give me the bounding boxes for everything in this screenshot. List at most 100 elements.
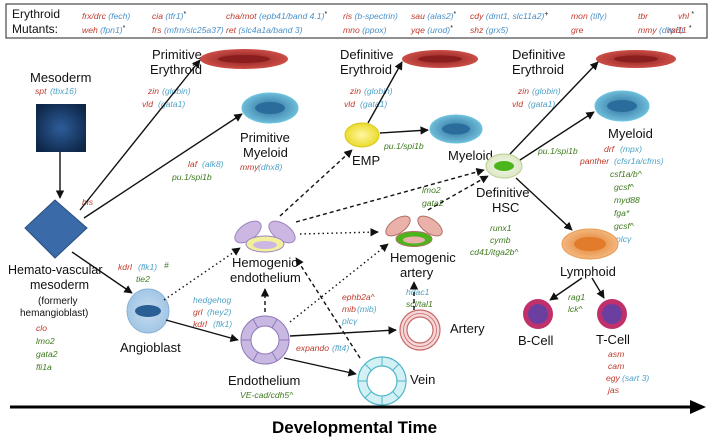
angioblast-nucleus — [135, 305, 161, 317]
endo-segments-line — [252, 318, 259, 329]
tcell-label: T-Cell — [596, 332, 630, 347]
gene-egy: egy — [606, 373, 621, 383]
hsc-nucleus — [494, 161, 514, 171]
arrow-hemo-endo-to-emp — [279, 149, 353, 217]
gene-vld-3: vld — [512, 99, 523, 109]
mutants-title-line1: Erythroid — [12, 7, 60, 21]
lymphoid-nucleus — [574, 237, 606, 251]
gene-gcsf-1: gcsf^ — [614, 182, 635, 192]
arrow-hsc-to-lymphoid — [515, 177, 573, 231]
gene-mpx: (mpx) — [620, 144, 642, 154]
def-erythroid-a-nucleus — [418, 55, 462, 63]
gene-flt4: (flt4) — [332, 343, 349, 353]
angioblast-label: Angioblast — [120, 340, 181, 355]
hsc-label-2: HSC — [492, 200, 519, 215]
mutant-r1-4: sau (alas2)* — [411, 11, 457, 21]
mutant-r1-0: frx/drc (fech) — [82, 11, 130, 21]
gene-pu1-b: pu.1/spi1b — [383, 141, 424, 151]
arrow-lymph-to-bcell — [549, 277, 583, 301]
gene-gata2-a: gata2 — [422, 198, 444, 208]
gene-sart3: (sart 3) — [622, 373, 649, 383]
gene-globin-1: (globin) — [162, 86, 191, 96]
emp-cell — [344, 122, 380, 148]
gene-globin-3: (globin) — [532, 86, 561, 96]
mesoderm-label: Mesoderm — [30, 70, 91, 85]
gene-ephb2a: ephb2a^ — [342, 292, 376, 302]
hemogenic-artery-label-1: Hemogenic — [390, 250, 456, 265]
mutants-row-2: weh (fpn1)*frs (mfrn/slc25a37)ret (slc4a… — [82, 25, 692, 35]
arrow-hemo-artery-to-hsc — [427, 175, 489, 211]
gene-csf1ab: csf1a/b^ — [610, 169, 643, 179]
gene-vld-1: vld — [142, 99, 153, 109]
endo-segments-line — [252, 351, 259, 362]
mutant-r1-8: vhl * — [678, 11, 694, 21]
myeloid-b-nucleus — [607, 100, 637, 112]
def-erythroid-b-label-2: Erythroid — [512, 62, 564, 77]
mutant-r1-3: ris (b-spectrin) — [343, 11, 398, 21]
gene-mib: mib — [342, 304, 356, 314]
endo-segments-line — [271, 318, 278, 329]
prim-erythroid-nucleus — [218, 55, 270, 63]
prim-myeloid-label-2: Myeloid — [243, 145, 288, 160]
arrow-hemo-endo-to-hemo-artery — [299, 227, 379, 237]
gene-laf: laf — [188, 159, 199, 169]
hemato-label-4: hemangioblast) — [20, 308, 88, 319]
gene-rag1: rag1 — [568, 292, 585, 302]
gene-fga: fga* — [614, 208, 630, 218]
gene-alk8: (alk8) — [202, 159, 224, 169]
mutant-r2-6: gre — [571, 25, 584, 35]
mutant-r2-5: shz (grx5) — [470, 25, 508, 35]
def-erythroid-a-label-1: Definitive — [340, 47, 393, 62]
gene-grl: grl — [193, 307, 204, 317]
bcell-label: B-Cell — [518, 333, 554, 348]
gene-expando: expando — [296, 343, 329, 353]
def-erythroid-b-label-1: Definitive — [512, 47, 565, 62]
gene-flk1-b: (flk1) — [213, 319, 232, 329]
arrow-endo-to-hemo-artery — [289, 243, 389, 323]
hemogenic-artery-cell — [385, 215, 443, 247]
mutant-r2-4: yqe (urod)* — [410, 25, 453, 35]
mutant-r2-0: weh (fpn1)* — [82, 25, 126, 35]
mutant-r1-2: cha/mot (epb41/band 4.1)* — [226, 11, 327, 21]
prim-myeloid-nucleus — [255, 102, 285, 114]
bcell-nucleus — [528, 304, 548, 324]
arrow-hemato-to-angio — [71, 251, 133, 294]
gene-asm: asm — [608, 349, 624, 359]
vein-segments-line — [392, 391, 400, 399]
gene-flk1-mark: # — [164, 260, 169, 270]
artery-vessel — [399, 309, 441, 351]
mutant-r1-6: mon (tifγ) — [571, 11, 607, 21]
lymphoid-label: Lymphoid — [560, 264, 616, 279]
arrow-hemato-to-prim-mye — [83, 113, 243, 219]
gene-gcsf-2: gcsf^ — [614, 221, 635, 231]
gene-gata1-2: (gata1) — [360, 99, 387, 109]
endothelium-label: Endothelium — [228, 373, 300, 388]
mutant-r2-8: rpl11 * — [668, 25, 692, 35]
emp-label: EMP — [352, 153, 380, 168]
gene-clo: clo — [36, 323, 47, 333]
gene-panther: panther — [579, 156, 610, 166]
mutant-r1-1: cia (tfr1)* — [152, 11, 187, 21]
gene-pu1-a: pu.1/spi1b — [171, 172, 212, 182]
hemogenic-endo-label-2: endothelium — [230, 270, 301, 285]
hemato-label-3: (formerly — [38, 296, 77, 307]
gene-vld-2: vld — [344, 99, 355, 109]
gene-gata1-1: (gata1) — [158, 99, 185, 109]
gene-gata2-b: gata2 — [36, 349, 58, 359]
prim-erythroid-label-1: Primitive — [152, 47, 202, 62]
gene-zin-1: zin — [147, 86, 159, 96]
artery-label: Artery — [450, 321, 485, 336]
gene-cd41: cd41/itga2b^ — [470, 247, 519, 257]
arrow-lymph-to-tcell — [591, 277, 605, 299]
hemogenic-endo-label-1: Hemogenic — [232, 255, 298, 270]
gene-runx1: runx1 — [490, 223, 512, 233]
gene-hdac1: hdac1 — [406, 287, 430, 297]
arrow-angio-to-hemo-endo — [163, 247, 241, 301]
gene-globin-2: (globin) — [364, 86, 393, 96]
vein-segments-line — [364, 363, 372, 371]
arrow-hemo-endo-to-hsc — [295, 167, 485, 223]
arrow-emp-to-def-ery — [367, 61, 403, 124]
hemato-vascular-cell — [24, 199, 88, 259]
arrow-hsc-to-def-ery — [509, 61, 599, 155]
gene-dhx8: (dhx8) — [258, 162, 282, 172]
